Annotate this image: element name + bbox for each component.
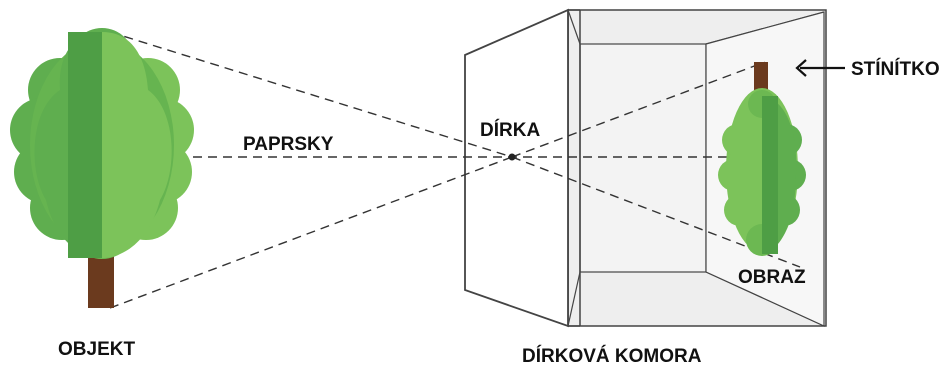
front-panel [464, 8, 569, 328]
ray-top [109, 31, 513, 158]
inverted-image [718, 62, 806, 256]
image-foliage [718, 88, 806, 256]
camera-back-wall [579, 43, 707, 273]
object-tree [10, 28, 194, 308]
label-objekt: OBJEKT [58, 339, 135, 360]
label-stinitko: STÍNÍTKO [851, 58, 940, 80]
label-obraz: OBRAZ [738, 267, 806, 288]
tree-trunk [88, 255, 114, 308]
label-dirkova-komora: DÍRKOVÁ KOMORA [522, 345, 702, 367]
tree-foliage [10, 28, 194, 259]
pinhole-dot [508, 153, 516, 161]
label-paprsky: PAPRSKY [243, 134, 334, 155]
label-dirka: DÍRKA [480, 119, 540, 141]
ray-bottom-inside [511, 61, 766, 158]
screen-arrow [795, 59, 845, 77]
ray-bottom [109, 156, 513, 309]
